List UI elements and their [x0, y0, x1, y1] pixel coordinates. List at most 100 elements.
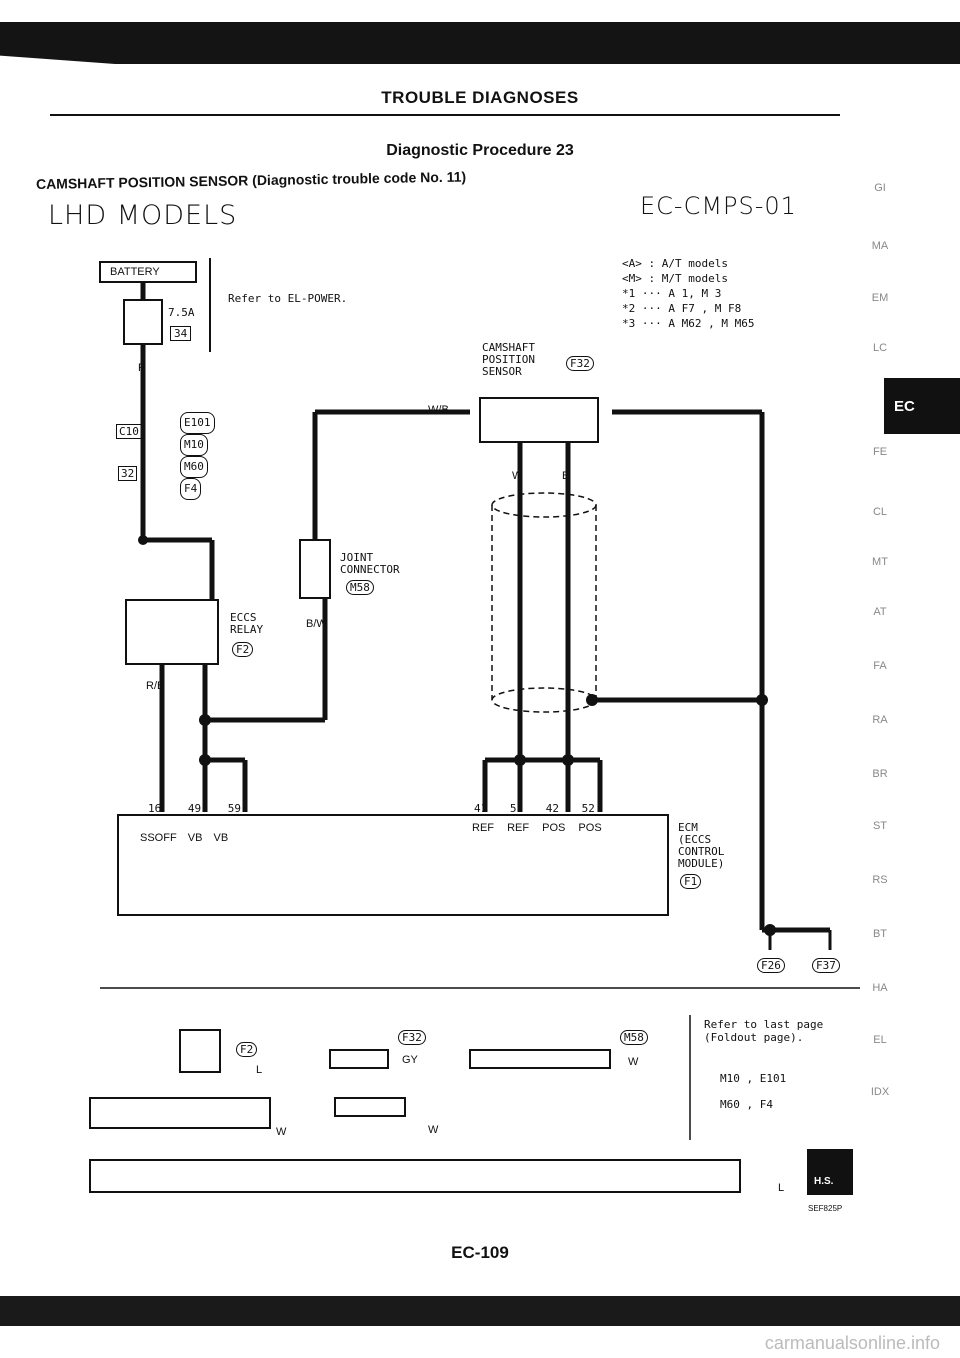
ecm-pins-left: SSOFF VB VB	[140, 832, 228, 844]
ecm-label-3: CONTROL	[678, 845, 725, 858]
pin-ref-1: REF	[472, 822, 494, 834]
face-f32-id: F32	[398, 1030, 426, 1045]
side-tab-fa[interactable]: FA	[873, 660, 887, 672]
legend-a-icon: <A> :	[622, 257, 662, 270]
ecm-pin-numbers-right: 41 51 42 52	[474, 802, 595, 815]
legend-note-1: *1 ··· A 1, M 3	[622, 287, 722, 300]
ecm-pins-right: REF REF POS POS	[472, 822, 602, 834]
pair-m60-f4: M60 , F4	[720, 1098, 773, 1111]
side-tab-bt[interactable]: BT	[872, 928, 888, 940]
pin-no-49: 49	[187, 802, 202, 815]
watermark: carmanualsonline.info	[764, 1333, 940, 1353]
side-tab-br[interactable]: BR	[872, 768, 888, 780]
side-tab-at[interactable]: AT	[873, 606, 887, 618]
pin-vb-2: VB	[213, 832, 229, 844]
face-f1-color: L	[778, 1182, 785, 1194]
face-f7-color: W	[276, 1126, 287, 1138]
relay-label-1: ECCS	[230, 611, 257, 624]
wire-rb: R/B	[146, 680, 165, 692]
procedure-title: Diagnostic Procedure 23	[386, 142, 574, 159]
hs-label: H.S.	[814, 1176, 834, 1187]
face-m58-id: M58	[620, 1030, 648, 1045]
section-tab-ec[interactable]: EC	[884, 378, 960, 434]
relay-label-2: RELAY	[230, 623, 264, 636]
pin-no-59: 59	[227, 802, 241, 815]
legend: <A> : A/T models <M> : M/T models *1 ···…	[622, 256, 754, 331]
legend-note-3: *3 ··· A M62 , M M65	[622, 317, 755, 330]
sensor-connector-id: F32	[566, 356, 594, 371]
pin-no-52: 52	[581, 802, 595, 815]
joint-label-2: CONNECTOR	[340, 563, 400, 576]
legend-m: M/T models	[661, 272, 728, 285]
title-rule	[50, 114, 840, 116]
relay-connector-id: F2	[232, 642, 254, 657]
ecm-label: ECM (ECCS CONTROL MODULE)	[678, 822, 724, 870]
conn-32: 32	[118, 466, 138, 481]
side-tab-st[interactable]: ST	[872, 820, 888, 832]
joint-label: JOINT CONNECTOR	[340, 552, 400, 576]
pin-ssoff: SSOFF	[140, 832, 177, 844]
side-tab-gi[interactable]: GI	[874, 182, 886, 194]
ecm-label-1: ECM	[678, 821, 698, 834]
pin-no-41: 41	[474, 802, 488, 815]
sensor-label: CAMSHAFT POSITION SENSOR	[482, 342, 535, 378]
model-label: LHD MODELS	[48, 200, 238, 231]
pair-m10-e101: M10 , E101	[720, 1072, 787, 1085]
sensor-label-1: CAMSHAFT	[482, 341, 535, 354]
hs-logo	[807, 1149, 853, 1195]
legend-m-icon: <M> :	[622, 272, 662, 285]
bottom-scan-bar	[0, 1296, 960, 1326]
relay-label: ECCS RELAY	[230, 612, 263, 636]
conn-c10: C10	[116, 424, 142, 439]
top-scan-bar	[0, 22, 960, 64]
refer-el-power: Refer to EL-POWER.	[228, 292, 348, 305]
joint-connector-id: M58	[346, 580, 374, 595]
side-tab-cl[interactable]: CL	[872, 506, 888, 518]
page-number: EC-109	[451, 1243, 509, 1262]
ecm-connector-face	[89, 1159, 741, 1193]
side-tab-mt[interactable]: MT	[872, 556, 888, 568]
side-tab-em[interactable]: EM	[871, 292, 889, 304]
side-tab-ra[interactable]: RA	[872, 714, 888, 726]
joint-connector-box	[299, 539, 331, 599]
harness-connectors: E101 M10 M60 F4	[180, 412, 215, 500]
ground-f26: F26	[757, 958, 785, 973]
ecm-connector-id: F1	[680, 874, 702, 889]
pin-vb-1: VB	[187, 832, 203, 844]
side-tab-fe[interactable]: FE	[872, 446, 888, 458]
ground-f37: F37	[812, 958, 840, 973]
pin-ref-2: REF	[507, 822, 530, 834]
wire-w: W	[512, 470, 523, 482]
ecm-label-2: (ECCS	[678, 833, 712, 846]
wire-colors-left: R	[138, 360, 146, 376]
connector-pairs: M10 , E101 M60 , F4	[720, 1066, 786, 1118]
side-tab-lc[interactable]: LC	[872, 342, 888, 354]
conn-m60: M60	[180, 456, 208, 478]
camshaft-sensor-box	[479, 397, 599, 443]
ecm-box	[117, 814, 669, 916]
face-m58-color: W	[628, 1056, 639, 1068]
foldout-line: (Foldout page).	[704, 1031, 804, 1044]
side-tab-ha[interactable]: HA	[872, 982, 888, 994]
side-tab-el[interactable]: EL	[873, 1034, 887, 1046]
side-tab-rs[interactable]: RS	[872, 874, 888, 886]
side-tab-idx[interactable]: IDX	[870, 1086, 890, 1098]
wire-bw: B/W	[306, 618, 327, 630]
face-f2-id: F2	[236, 1042, 258, 1057]
sensor-label-2: POSITION	[482, 353, 535, 366]
wire-wb: W/B	[428, 404, 449, 416]
conn-m10: M10	[180, 434, 208, 456]
legend-note-2: *2 ··· A F7 , M F8	[622, 302, 742, 315]
side-tab-ma[interactable]: MA	[871, 240, 889, 252]
eccs-relay-box	[125, 599, 219, 665]
legend-a: A/T models	[661, 257, 728, 270]
conn-f4: F4	[180, 478, 202, 500]
ecm-pin-numbers-left: 16 49 59	[148, 802, 241, 815]
battery-box	[99, 261, 197, 283]
fuse-box	[123, 299, 163, 345]
page-title: TROUBLE DIAGNOSES	[381, 88, 579, 107]
pin-pos-2: POS	[578, 822, 602, 834]
ecm-label-4: MODULE)	[678, 857, 725, 870]
refer-last-page: Refer to last page (Foldout page).	[704, 1018, 823, 1044]
